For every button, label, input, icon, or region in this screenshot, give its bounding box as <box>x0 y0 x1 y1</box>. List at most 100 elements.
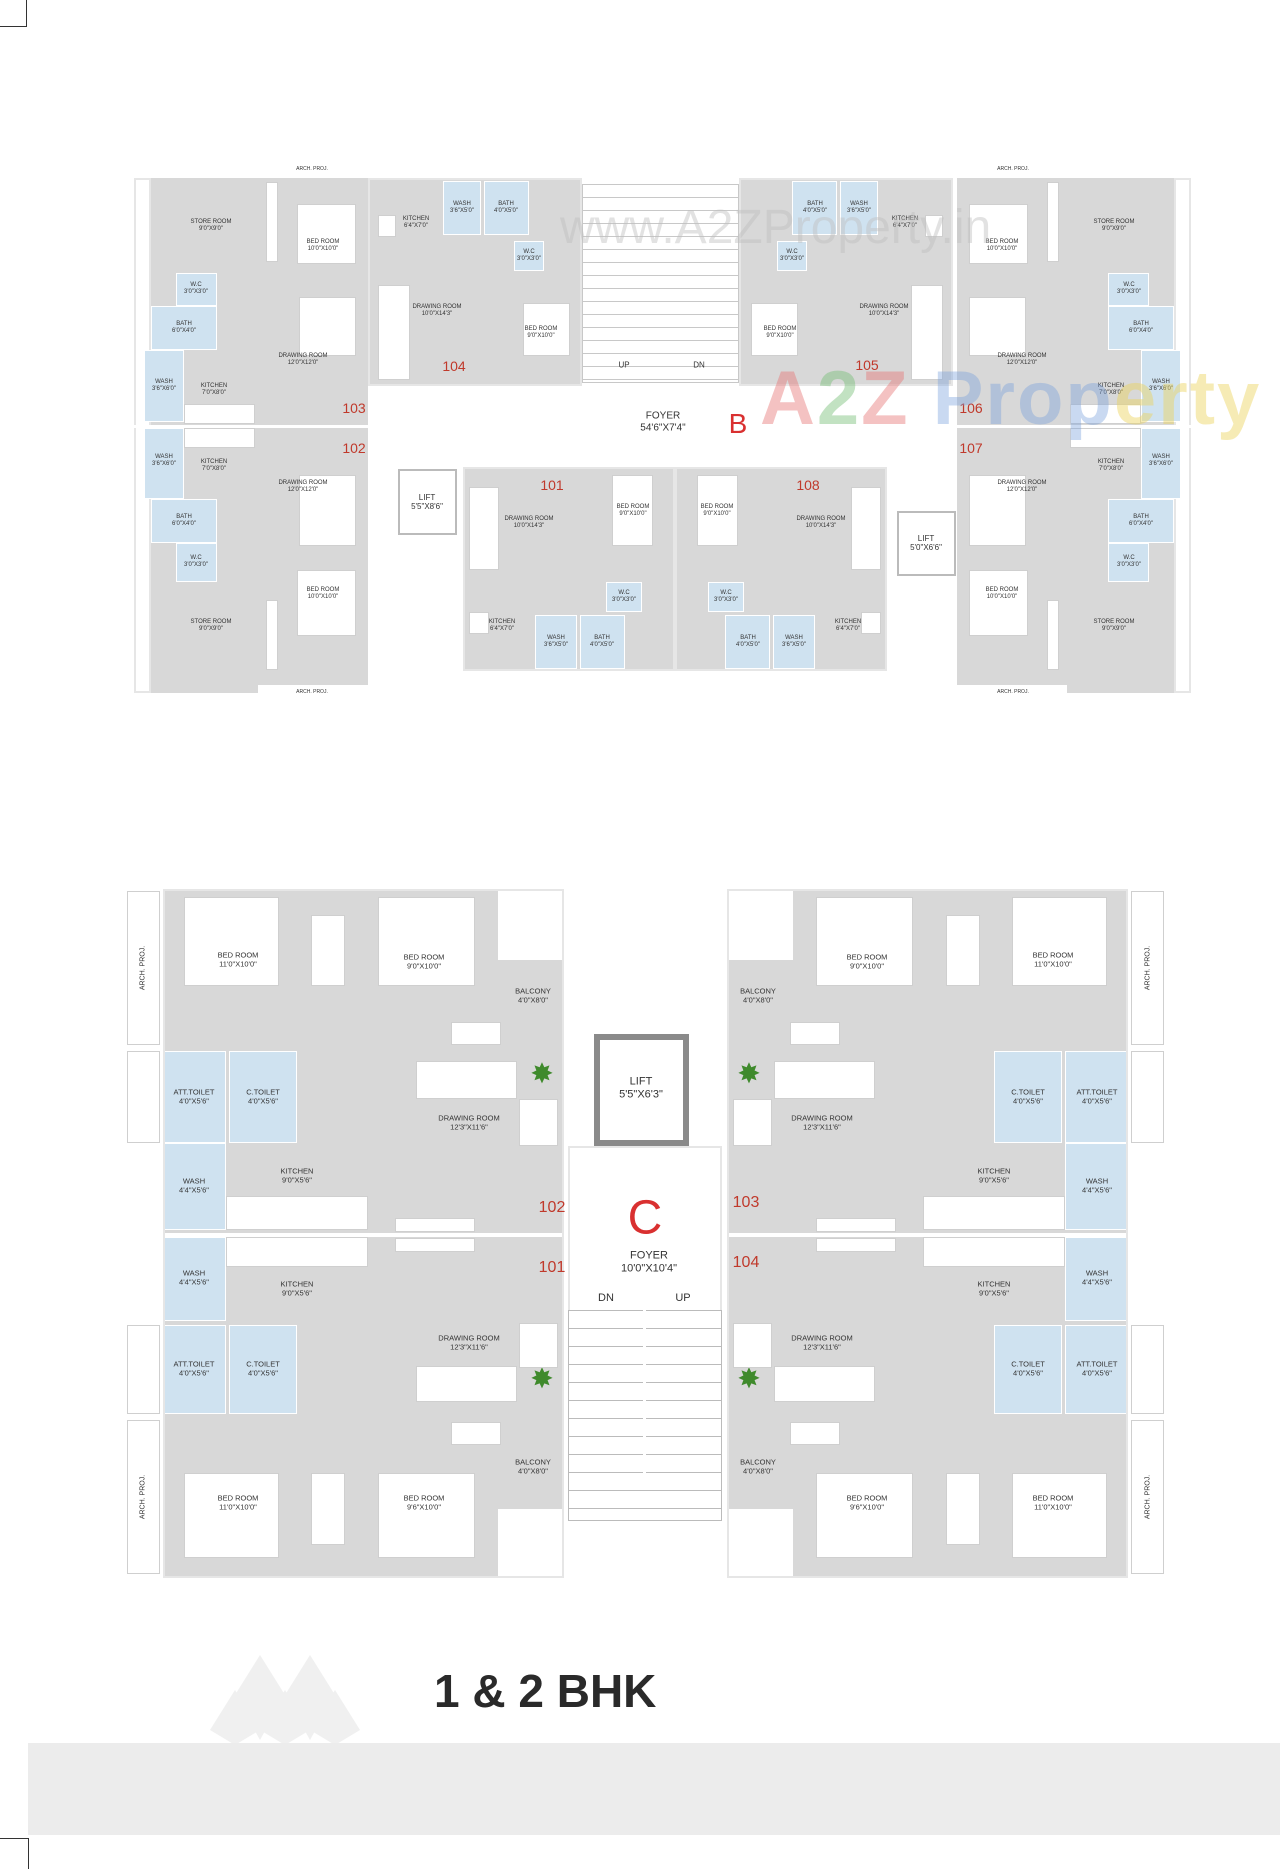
room-dim: 7'0"X8'0" <box>202 390 226 396</box>
room-dim: 10'0"X10'0" <box>307 246 339 252</box>
room-dim: 5'0"X6'6" <box>910 543 942 552</box>
page-title: 1 & 2 BHK <box>434 1665 657 1717</box>
room-name: BALCONY <box>740 986 776 996</box>
room-dim: 9'6"X10'0" <box>406 1502 442 1511</box>
room-name: BED ROOM <box>217 950 259 960</box>
arch-proj <box>1131 891 1164 1045</box>
room-dim: 6'4"X7'0" <box>490 626 514 632</box>
room-dim: 4'0"X5'6" <box>1082 1096 1112 1105</box>
room-name: W.C <box>523 249 535 256</box>
bed <box>697 475 738 546</box>
room-name: WASH <box>182 1268 206 1278</box>
room-name: DRAWING ROOM <box>997 353 1047 360</box>
unit-divider <box>127 1233 564 1237</box>
bed <box>378 1473 475 1558</box>
sofa <box>416 1061 517 1099</box>
wash <box>1065 1237 1128 1321</box>
room-name: WASH <box>453 201 471 208</box>
sofa <box>299 297 356 356</box>
wc <box>176 543 217 582</box>
room-dim: 9'0"X9'0" <box>199 626 223 632</box>
bed <box>184 1473 279 1558</box>
room-dim: 5'5"X6'3" <box>619 1088 663 1100</box>
room-name: BED ROOM <box>403 952 445 962</box>
room-dim: 4'0"X8'0" <box>518 995 548 1004</box>
room-name: KITCHEN <box>891 216 919 223</box>
room-dim: 4'0"X5'0" <box>590 642 614 648</box>
wardrobe <box>451 1422 501 1445</box>
room-name: BATH <box>176 514 192 521</box>
room-dim: 9'0"X10'0" <box>766 333 794 339</box>
hob <box>469 612 489 634</box>
wash <box>1141 428 1181 499</box>
bath <box>151 499 217 543</box>
room-name: KITCHEN <box>280 1166 314 1176</box>
room-dim: 9'0"X9'0" <box>1102 626 1126 632</box>
arch-proj-label: ARCH. PROJ. <box>1144 1474 1152 1520</box>
room-dim: 7'0"X8'0" <box>202 466 226 472</box>
arch-proj <box>957 160 1067 178</box>
room-dim: 6'0"X4'0" <box>1129 521 1153 527</box>
room-dim: 4'0"X5'6" <box>179 1096 209 1105</box>
room-name: LIFT <box>917 533 935 543</box>
wash <box>840 181 878 235</box>
wardrobe <box>946 1473 980 1545</box>
wash <box>773 615 815 669</box>
shoe-rack <box>395 1238 475 1252</box>
c-toilet <box>229 1325 297 1414</box>
room-name: BATH <box>176 321 192 328</box>
hob <box>925 215 943 237</box>
wardrobe <box>1047 182 1059 262</box>
bed <box>523 303 570 356</box>
room-dim: 6'4"X7'0" <box>836 626 860 632</box>
room-name: DRAWING ROOM <box>412 304 462 311</box>
room-dim: 7'0"X8'0" <box>1099 466 1123 472</box>
room-dim: 3'6"X6'0" <box>152 461 176 467</box>
footer-band <box>28 1743 1280 1835</box>
unit-outline <box>463 467 675 671</box>
room-dim: 9'0"X10'0" <box>527 333 555 339</box>
room-dim: 4'0"X5'0" <box>803 208 827 214</box>
wc <box>176 273 217 306</box>
staircase <box>582 184 739 383</box>
unit-number: 102 <box>342 440 366 456</box>
room-name: C.TOILET <box>246 1359 280 1369</box>
room-name: BALCONY <box>515 1457 551 1467</box>
room-dim: 4'4"X5'6" <box>179 1277 209 1286</box>
sofa <box>378 285 410 380</box>
room-name: BED ROOM <box>763 326 797 333</box>
arch-proj-label: ARCH. PROJ. <box>1144 945 1152 991</box>
bed <box>297 570 356 636</box>
room-dim: 9'0"X10'0" <box>849 961 885 970</box>
bath <box>725 615 770 669</box>
unit-outline <box>727 889 1128 1578</box>
room-name: BED ROOM <box>846 952 888 962</box>
room-dim: 12'3"X11'6" <box>450 1122 488 1131</box>
room-name: DRAWING ROOM <box>796 516 846 523</box>
room-dim: 4'0"X5'0" <box>736 642 760 648</box>
room-dim: 10'0"X14'3" <box>513 523 545 529</box>
